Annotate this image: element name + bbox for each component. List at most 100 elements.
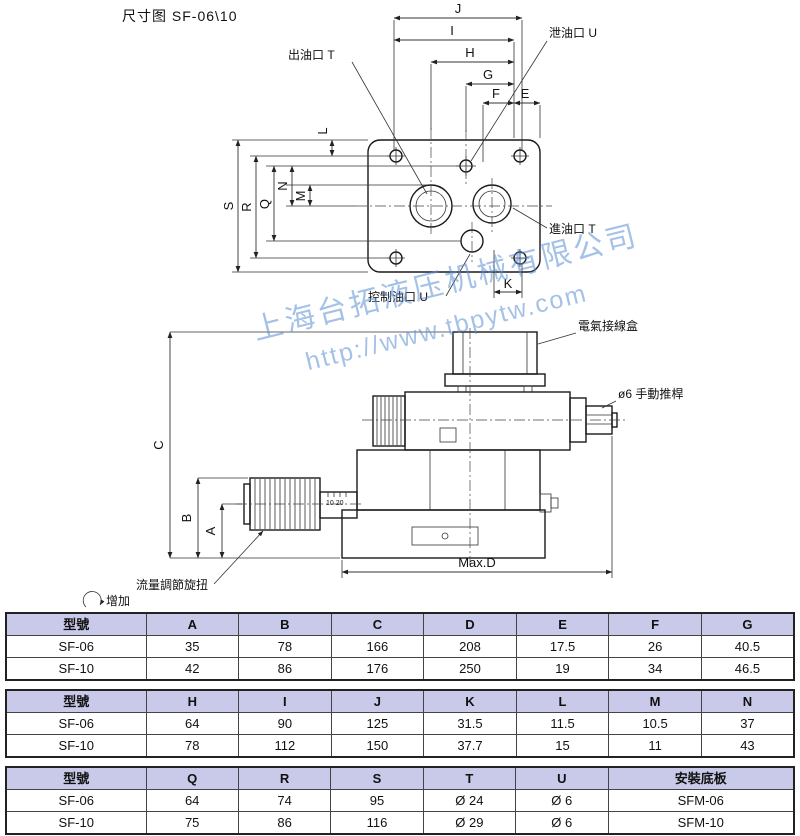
push-rod-label: ø6 手動推桿: [618, 386, 683, 401]
model-cell: SF-10: [5, 811, 147, 835]
junction-box: [452, 331, 538, 375]
data-cell: 43: [700, 734, 795, 758]
inlet-port-label: 進油口 T: [549, 222, 596, 236]
side-view-dimension-labels: C B A Max.D: [151, 440, 496, 570]
table-header-row: 型號 H I J K L M N: [5, 689, 795, 713]
header-cell: U: [515, 766, 609, 790]
dimension-tables: 型號 A B C D E F G SF-06 35 78 166 208 17.…: [5, 612, 795, 836]
data-cell: 86: [238, 657, 332, 681]
header-cell: I: [238, 689, 332, 713]
data-cell: 19: [515, 657, 610, 681]
control-port-label: 控制油口 U: [368, 290, 428, 304]
table-row: SF-10 75 86 116 Ø 29 Ø 6 SFM-10: [5, 811, 795, 835]
rotate-direction-icon: [82, 591, 105, 608]
data-cell: 17.5: [515, 635, 610, 658]
page-title: 尺寸图 SF-06\10: [122, 8, 238, 24]
data-cell: 176: [330, 657, 425, 681]
dim-label-e: E: [521, 86, 530, 101]
data-cell: 42: [145, 657, 240, 681]
top-view-port-callouts: 出油口 T 泄油口 U 進油口 T 控制油口 U: [288, 26, 597, 304]
data-cell: 74: [237, 789, 332, 812]
header-cell: 型號: [5, 689, 147, 713]
data-cell: 31.5: [423, 712, 517, 735]
dim-label-m: M: [293, 191, 308, 202]
data-cell: 64: [145, 789, 239, 812]
modular-section: [356, 449, 541, 511]
data-cell: 64: [145, 712, 240, 735]
dim-label-f: F: [492, 86, 500, 101]
dim-label-c: C: [151, 440, 166, 449]
model-cell: SF-10: [5, 734, 147, 758]
outlet-port-label: 出油口 T: [288, 48, 335, 62]
dim-label-maxd: Max.D: [458, 555, 496, 570]
data-cell: Ø 6: [515, 789, 609, 812]
header-cell: 型號: [5, 766, 147, 790]
header-cell: A: [145, 612, 240, 636]
base-plate: [341, 509, 546, 559]
data-cell: SFM-06: [607, 789, 795, 812]
data-cell: 34: [608, 657, 702, 681]
dimension-table-2: 型號 H I J K L M N SF-06 64 90 125 31.5 11…: [5, 689, 795, 758]
data-cell: 90: [238, 712, 332, 735]
data-cell: 75: [145, 811, 239, 835]
table-row: SF-10 42 86 176 250 19 34 46.5: [5, 657, 795, 681]
dim-label-n: N: [275, 181, 290, 190]
data-cell: 166: [330, 635, 425, 658]
table-row: SF-06 35 78 166 208 17.5 26 40.5: [5, 635, 795, 658]
data-cell: 125: [330, 712, 425, 735]
dim-label-i: I: [450, 23, 454, 38]
table-row: SF-06 64 90 125 31.5 11.5 10.5 37: [5, 712, 795, 735]
header-cell: F: [608, 612, 702, 636]
data-cell: 37.7: [423, 734, 517, 758]
data-cell: 116: [330, 811, 424, 835]
header-cell: S: [330, 766, 424, 790]
model-cell: SF-06: [5, 635, 147, 658]
header-cell: C: [330, 612, 425, 636]
data-cell: 26: [608, 635, 702, 658]
data-cell: 35: [145, 635, 240, 658]
header-cell: 安裝底板: [607, 766, 795, 790]
flow-knob-label: 流量調節旋扭: [136, 577, 208, 592]
data-cell: 86: [237, 811, 332, 835]
dim-label-s: S: [221, 201, 236, 210]
dim-label-j: J: [455, 1, 462, 16]
top-view-dimension-lines: [235, 15, 541, 295]
table-header-row: 型號 A B C D E F G: [5, 612, 795, 636]
dimension-drawing: J I H G F E K L M N Q R S 出油口 T 泄油口 U 進油…: [82, 1, 683, 608]
data-cell: 150: [330, 734, 425, 758]
data-cell: 95: [330, 789, 424, 812]
data-cell: 11: [608, 734, 702, 758]
side-view-callouts: 電氣接線盒 ø6 手動推桿 流量調節旋扭 增加: [82, 318, 683, 608]
dimension-table-1: 型號 A B C D E F G SF-06 35 78 166 208 17.…: [5, 612, 795, 681]
data-cell: 15: [515, 734, 610, 758]
data-cell: SFM-10: [607, 811, 795, 835]
side-view-dimension-lines: [167, 331, 613, 575]
header-cell: K: [423, 689, 517, 713]
data-cell: 10.5: [608, 712, 702, 735]
header-cell: N: [700, 689, 795, 713]
table-row: SF-10 78 112 150 37.7 15 11 43: [5, 734, 795, 758]
model-cell: SF-10: [5, 657, 147, 681]
dim-label-b: B: [179, 514, 194, 523]
data-cell: 112: [238, 734, 332, 758]
data-cell: 37: [700, 712, 795, 735]
dim-label-h: H: [465, 45, 474, 60]
data-cell: 40.5: [700, 635, 795, 658]
data-cell: 208: [423, 635, 517, 658]
table-row: SF-06 64 74 95 Ø 24 Ø 6 SFM-06: [5, 789, 795, 812]
table-header-row: 型號 Q R S T U 安裝底板: [5, 766, 795, 790]
drain-port-label: 泄油口 U: [549, 26, 597, 40]
watermark: 上海台拓液压机械有限公司 http://www.tbpytw.com: [250, 219, 642, 376]
junction-box-label: 電氣接線盒: [578, 318, 638, 333]
solenoid-valve-body: [404, 391, 571, 451]
data-cell: 46.5: [700, 657, 795, 681]
header-cell: M: [608, 689, 702, 713]
data-cell: Ø 6: [515, 811, 609, 835]
dim-label-q: Q: [257, 199, 272, 209]
header-cell: Q: [145, 766, 239, 790]
data-cell: 78: [238, 635, 332, 658]
top-view-flange: [356, 128, 552, 273]
dim-label-l: L: [315, 127, 330, 134]
header-cell: R: [237, 766, 332, 790]
